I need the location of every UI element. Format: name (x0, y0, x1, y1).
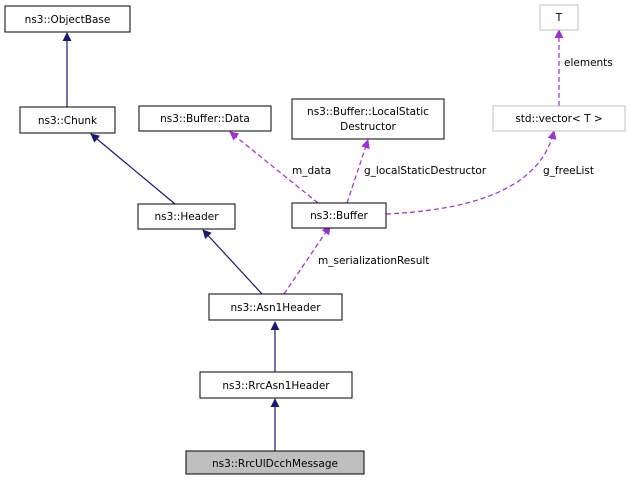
node-std-vector-label: std::vector< T > (515, 113, 602, 125)
edge-label-m-serialization-result: m_serializationResult (318, 255, 429, 267)
node-rrc-ul-dcch-message[interactable]: ns3::RrcUlDcchMessage (185, 450, 365, 475)
edge-label-g-local-static-destructor: g_localStaticDestructor (364, 165, 487, 177)
node-asn1-header[interactable]: ns3::Asn1Header (208, 293, 343, 321)
edge-header-to-chunk (90, 133, 176, 205)
node-buffer-local-static-destructor[interactable]: ns3::Buffer::LocalStatic Destructor (291, 98, 445, 140)
node-object-base[interactable]: ns3::ObjectBase (4, 5, 131, 33)
node-object-base-label: ns3::ObjectBase (25, 14, 111, 26)
node-header[interactable]: ns3::Header (137, 203, 236, 230)
node-header-label: ns3::Header (154, 211, 219, 223)
edge-buffer-to-localstatic (346, 139, 370, 204)
node-buffer[interactable]: ns3::Buffer (291, 202, 387, 229)
node-rrc-ul-dcch-message-label: ns3::RrcUlDcchMessage (212, 458, 338, 470)
node-rrc-asn1-header-label: ns3::RrcAsn1Header (222, 380, 330, 392)
node-buffer-data[interactable]: ns3::Buffer::Data (138, 105, 272, 132)
edge-label-elements: elements (564, 57, 613, 69)
edge-asn1header-to-buffer (283, 225, 331, 295)
node-t[interactable]: T (539, 4, 579, 31)
node-std-vector[interactable]: std::vector< T > (492, 105, 626, 132)
edge-buffer-to-bufferdata (229, 131, 319, 204)
node-chunk-label: ns3::Chunk (38, 115, 98, 127)
edge-buffer-to-vector (385, 130, 557, 215)
node-buffer-data-label: ns3::Buffer::Data (160, 113, 250, 125)
node-rrc-asn1-header[interactable]: ns3::RrcAsn1Header (199, 371, 353, 399)
node-t-label: T (555, 12, 563, 24)
node-buffer-local-static-destructor-label-line2: Destructor (340, 121, 396, 133)
node-buffer-label: ns3::Buffer (310, 210, 368, 222)
edge-label-m-data: m_data (292, 165, 331, 177)
edge-label-g-free-list: g_freeList (543, 165, 594, 177)
node-chunk[interactable]: ns3::Chunk (19, 106, 116, 134)
edge-asn1header-to-header (202, 229, 263, 295)
node-buffer-local-static-destructor-label-line1: ns3::Buffer::LocalStatic (307, 106, 429, 118)
node-asn1-header-label: ns3::Asn1Header (230, 302, 321, 314)
